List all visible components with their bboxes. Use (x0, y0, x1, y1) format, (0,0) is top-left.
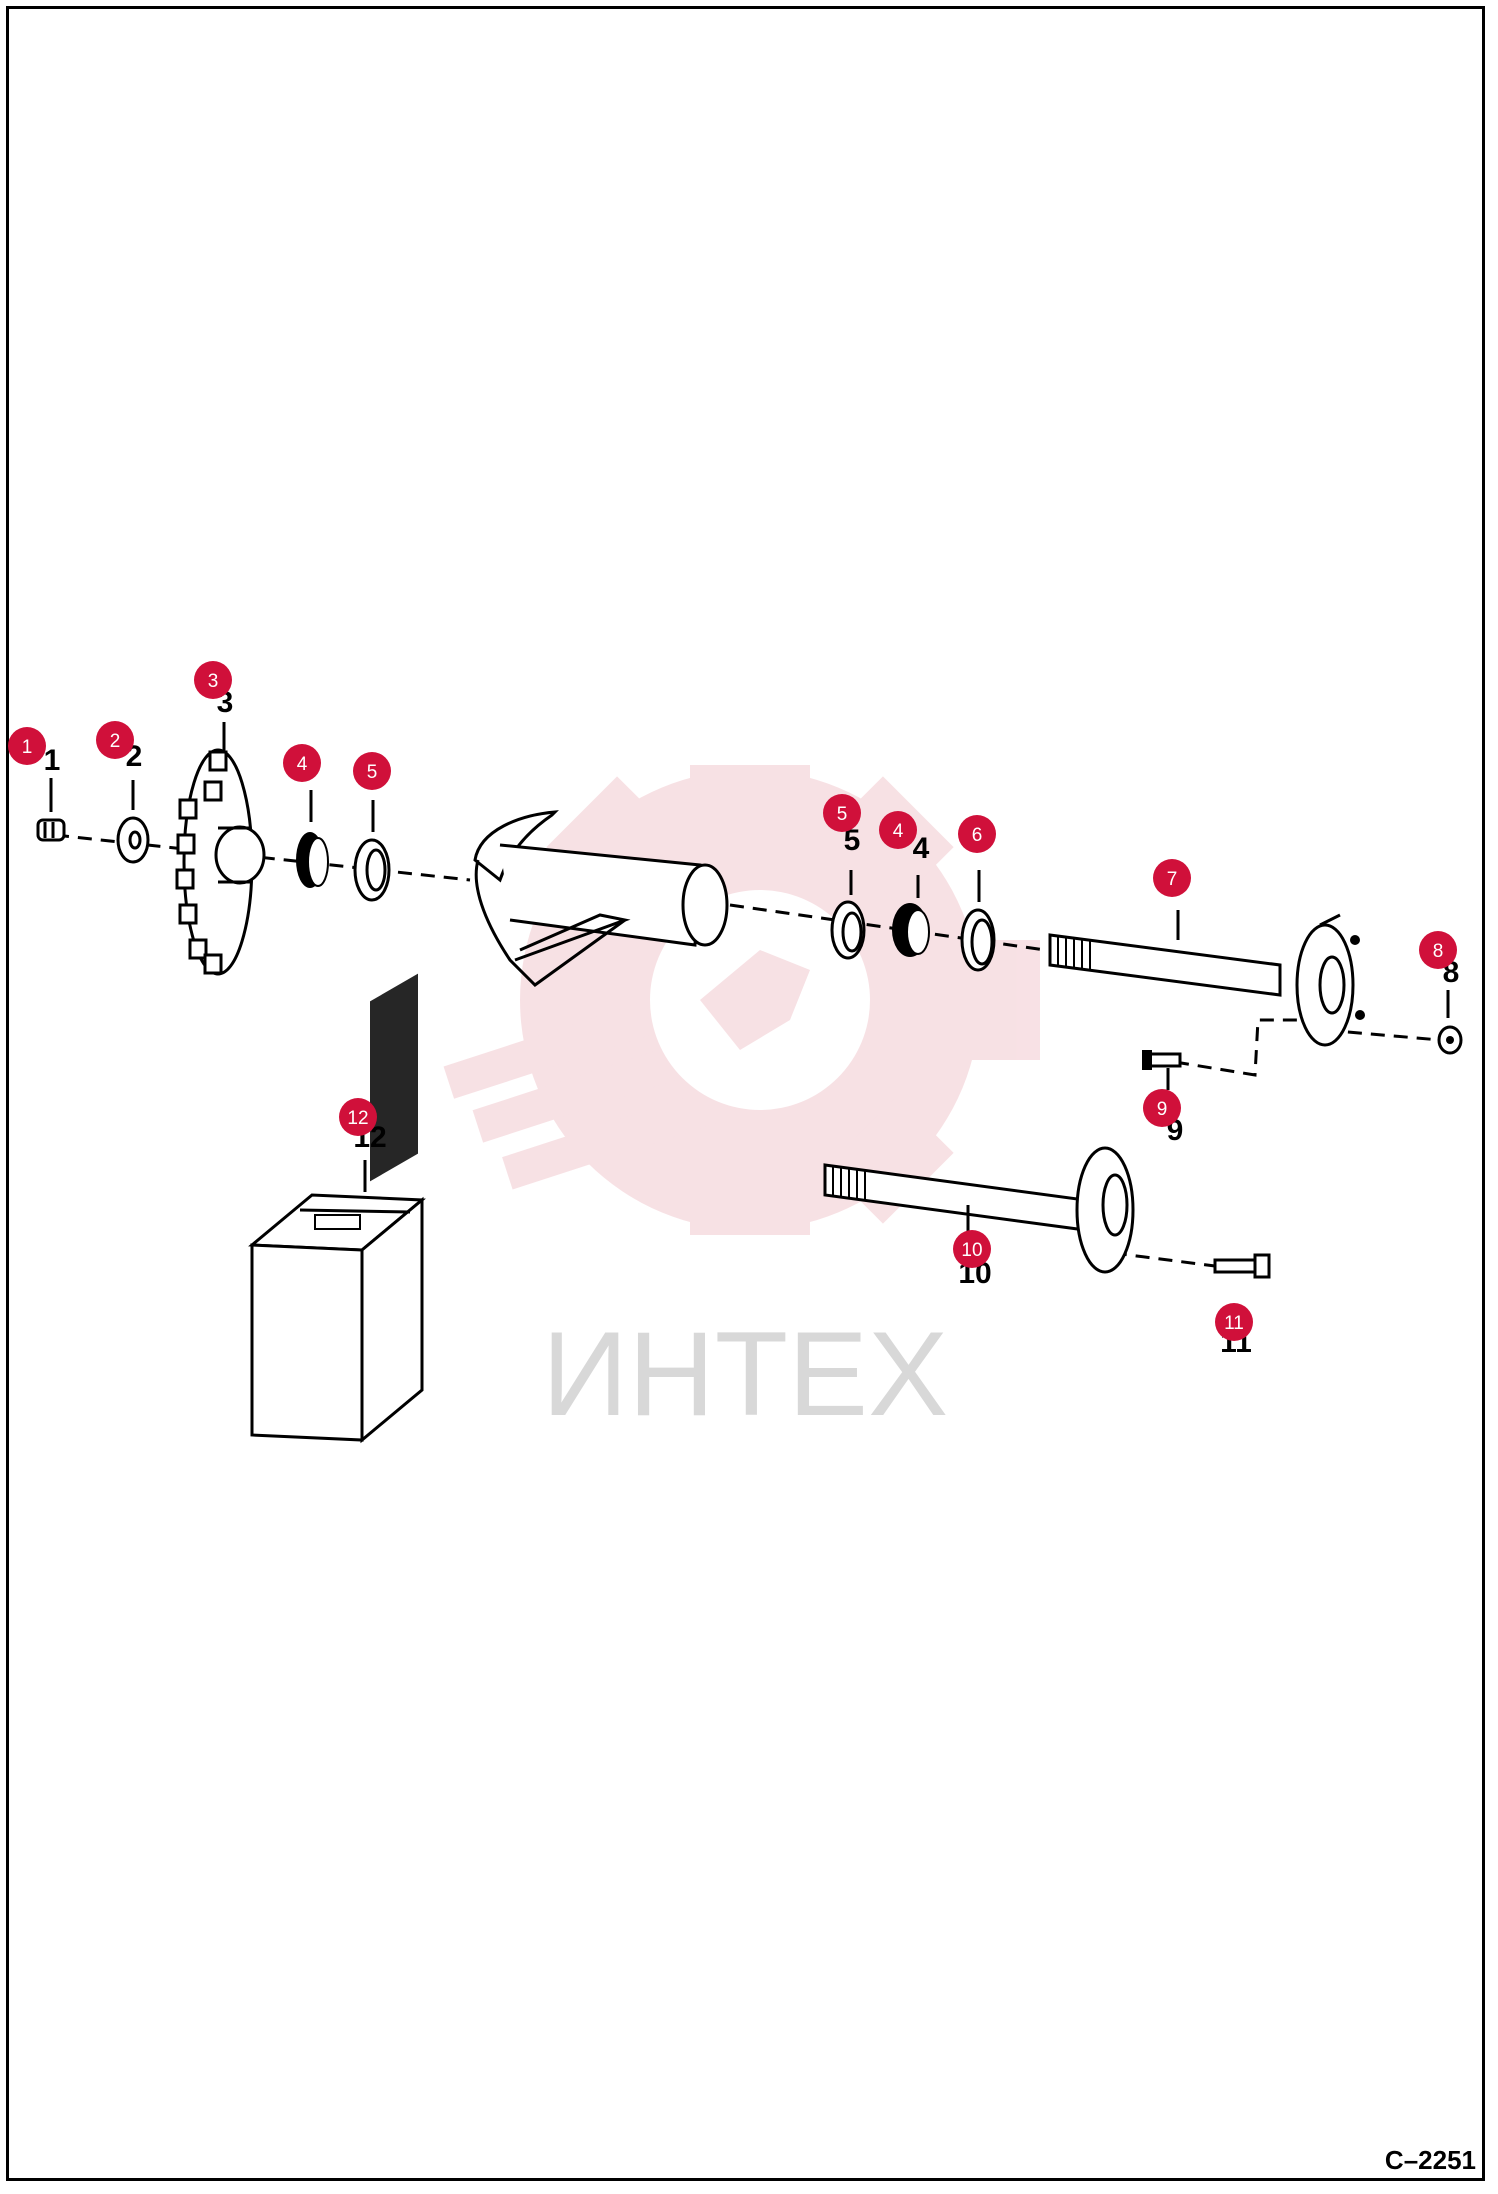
printed-num-1: 1 (44, 744, 61, 777)
part-bolt-1 (36, 818, 66, 842)
hotspot-6[interactable]: 6 (958, 815, 996, 853)
hotspot-11[interactable]: 11 (1215, 1303, 1253, 1341)
hotspot-6-label: 6 (972, 825, 983, 846)
hotspot-10[interactable]: 10 (953, 1230, 991, 1268)
part-bolt-11 (1213, 1253, 1271, 1279)
part-bearing-4-left (296, 832, 329, 888)
part-sprocket-3 (175, 748, 266, 976)
hotspot-4-right[interactable]: 4 (879, 811, 917, 849)
hotspot-9-label: 9 (1157, 1099, 1168, 1120)
part-seal-6 (960, 908, 996, 972)
axle-tube-housing (473, 810, 729, 987)
part-bearing-cup-5-left (353, 838, 391, 902)
hotspot-8-label: 8 (1433, 941, 1444, 962)
part-stud-9 (1142, 1050, 1182, 1070)
hotspot-5-left[interactable]: 5 (353, 752, 391, 790)
hotspot-3-label: 3 (208, 671, 219, 692)
printed-num-4: 4 (913, 832, 930, 865)
hotspot-7[interactable]: 7 (1153, 859, 1191, 897)
hotspot-8[interactable]: 8 (1419, 931, 1457, 969)
part-axle-shaft-7 (1048, 913, 1365, 1047)
assembly-line-lower (1089, 1248, 1216, 1268)
hotspot-11-label: 11 (1224, 1313, 1244, 1334)
watermark-logo (443, 765, 1040, 1235)
hotspot-2[interactable]: 2 (96, 721, 134, 759)
hotspot-1-label: 1 (22, 737, 33, 758)
part-bearing-4-right (892, 903, 930, 957)
hotspot-10-label: 10 (961, 1240, 982, 1261)
hotspot-7-label: 7 (1167, 869, 1178, 890)
hotspot-1[interactable]: 1 (8, 727, 46, 765)
drawing-code: C–2251 (1384, 2145, 1476, 2175)
part-washer-2 (116, 816, 150, 864)
hotspot-5-left-label: 5 (367, 762, 378, 783)
hotspot-9[interactable]: 9 (1143, 1089, 1181, 1127)
watermark-text: ИНТЕХ (542, 1307, 948, 1441)
part-kit-box-12 (248, 973, 426, 1444)
leader-lines (49, 722, 1450, 1240)
hotspot-12[interactable]: 12 (339, 1098, 377, 1136)
hotspot-4-right-label: 4 (893, 821, 904, 842)
hotspot-5-right-label: 5 (837, 804, 848, 825)
assembly-line-right (1324, 1028, 1441, 1042)
printed-num-5: 5 (844, 824, 861, 857)
hotspot-4-left-label: 4 (297, 754, 308, 775)
page-frame (6, 6, 1485, 2181)
hotspot-3[interactable]: 3 (194, 661, 232, 699)
hotspot-5-right[interactable]: 5 (823, 794, 861, 832)
hotspot-12-label: 12 (347, 1108, 368, 1129)
hotspot-4-left[interactable]: 4 (283, 744, 321, 782)
hotspot-2-label: 2 (110, 731, 121, 752)
part-nut-8 (1437, 1025, 1463, 1055)
assembly-line-bolt9 (1174, 1018, 1300, 1077)
part-axle-shaft-10 (823, 1146, 1135, 1274)
part-bearing-cup-5-right (830, 900, 866, 960)
